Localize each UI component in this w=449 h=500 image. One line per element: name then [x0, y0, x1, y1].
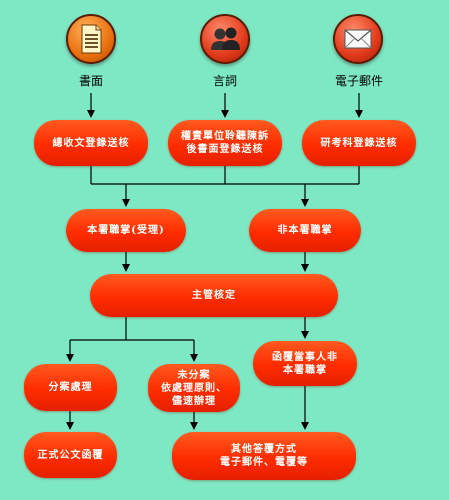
paper-source-label: 書面 — [78, 74, 103, 88]
envelope-icon — [333, 14, 383, 64]
research-node: 研考科登錄送核 — [302, 120, 416, 166]
official-reply-node: 正式公文函覆 — [24, 432, 117, 478]
supervisor-approval-node: 主管核定 — [90, 274, 338, 317]
other-reply-node: 其他答覆方式 電子郵件、電覆等 — [172, 432, 356, 480]
assign-case-node: 分案處理 — [24, 364, 117, 411]
not-assigned-node: 未分案 依處理原則、 儘速辦理 — [148, 364, 240, 412]
general-receipt-node: 總收文登錄送核 — [34, 120, 148, 166]
document-icon — [66, 14, 116, 64]
email-source-label: 電子郵件 — [334, 74, 383, 88]
people-icon — [200, 14, 250, 64]
speech-source-label: 言詞 — [212, 74, 237, 88]
in-scope-node: 本署職掌(受理) — [66, 209, 186, 252]
report-unit-node: 權責單位聆聽陳訴 後書面登錄送核 — [168, 120, 282, 166]
out-of-scope-node: 非本署職掌 — [249, 209, 361, 252]
notify-out-of-scope-node: 函覆當事人非 本署職掌 — [253, 341, 357, 386]
